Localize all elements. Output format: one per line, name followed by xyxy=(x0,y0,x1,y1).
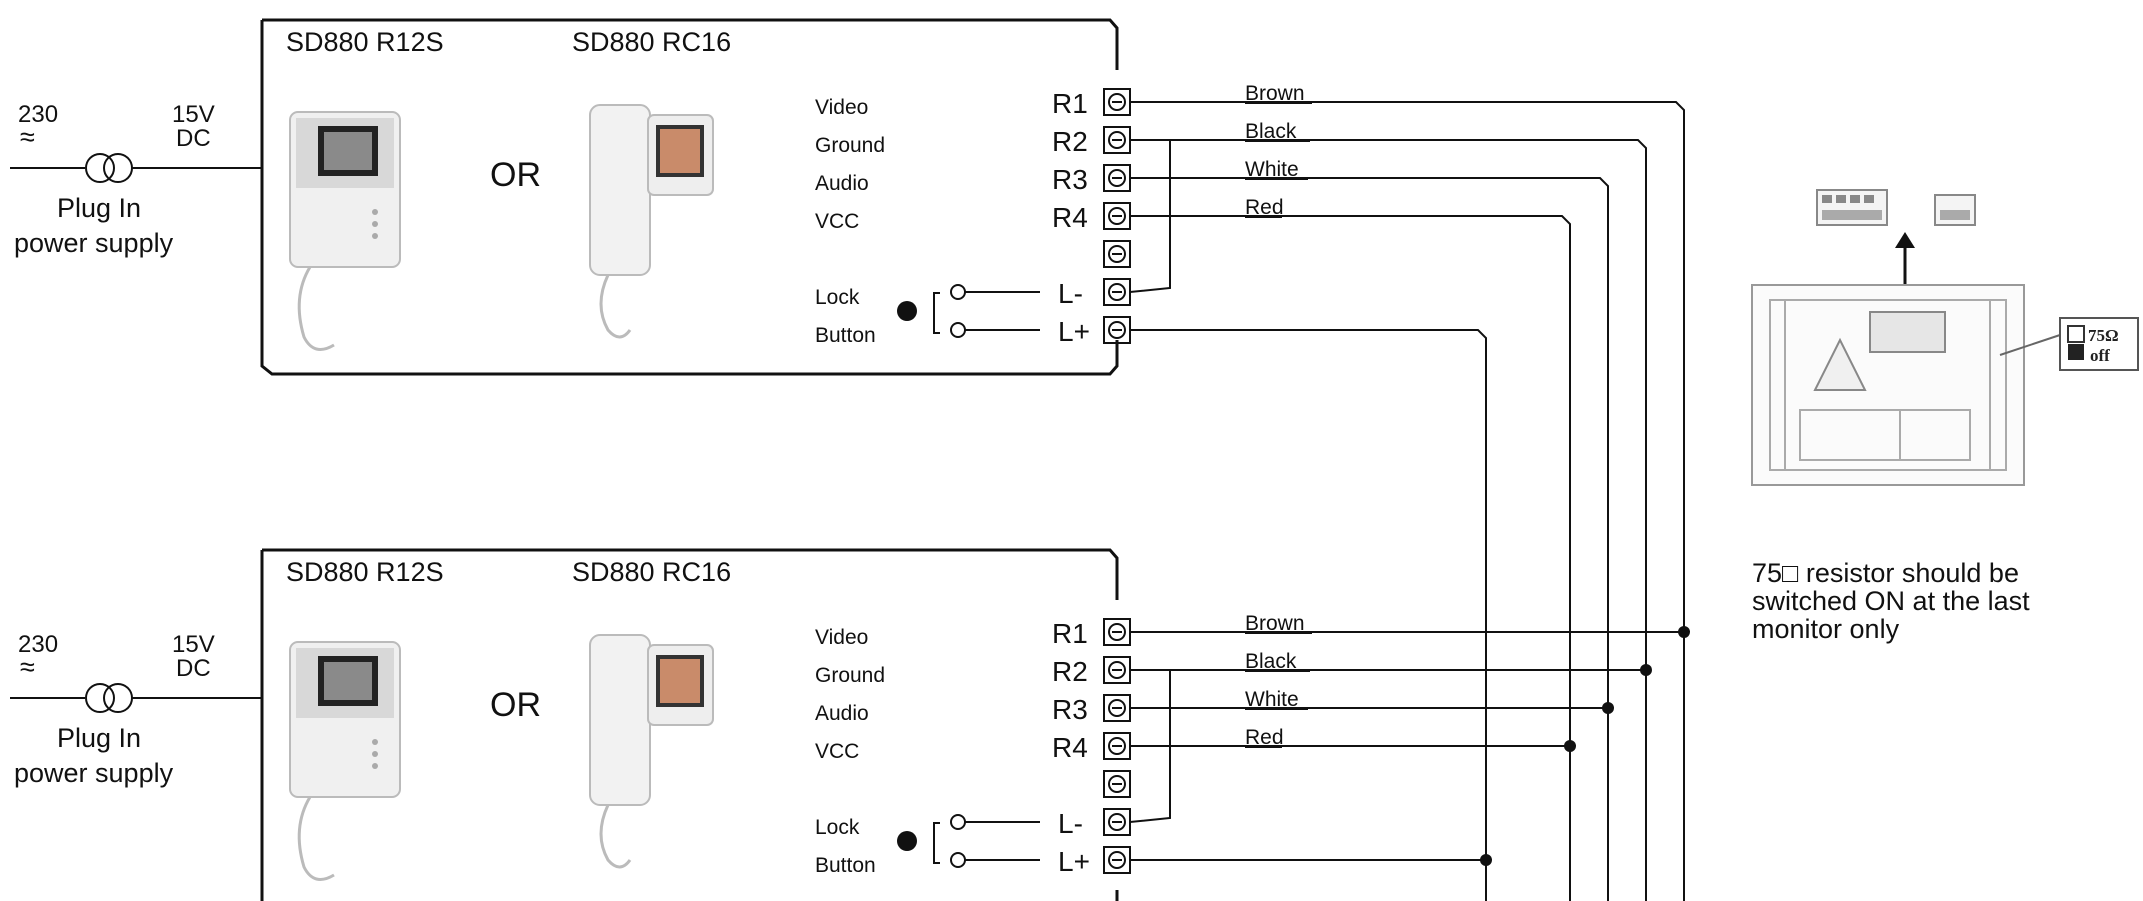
junction-lplus xyxy=(1480,854,1492,866)
unit-1-run-white xyxy=(1130,177,1609,901)
unit-1-term-r1: R1 xyxy=(1052,88,1088,119)
resistor-note-line2: switched ON at the last xyxy=(1752,586,2030,616)
resistor-panel-illustration: 75Ω off xyxy=(1751,189,2139,486)
unit-1-button-label: Button xyxy=(815,324,876,347)
unit-1-term-r3: R3 xyxy=(1052,164,1088,195)
unit-2-dc-v-label: 15V xyxy=(172,631,215,658)
unit-2-model-a: SD880 R12S xyxy=(286,557,444,587)
unit-2-transformer-coil-b xyxy=(103,683,133,713)
unit-2-term-lplus: L+ xyxy=(1058,846,1090,877)
resistor-note-line3: monitor only xyxy=(1752,614,1900,644)
unit-1-wire-white: White xyxy=(1245,158,1299,181)
resistor-note-line1: 75□ resistor should be xyxy=(1752,558,2019,588)
unit-1-monitor-a-image xyxy=(288,110,402,351)
unit-2-monitor-a-image xyxy=(288,640,402,881)
unit-2-lock-label: Lock xyxy=(815,816,860,839)
unit-1: SD880 R12S SD880 RC16 OR 230 ≈ 15V DC Pl… xyxy=(10,18,1685,901)
unit-1-monitor-b-image xyxy=(588,103,715,339)
unit-1-enclosure xyxy=(260,18,1119,376)
unit-1-term-r2: R2 xyxy=(1052,126,1088,157)
unit-1-term-r4: R4 xyxy=(1052,202,1088,233)
unit-1-model-a: SD880 R12S xyxy=(286,27,444,57)
switch-on-box xyxy=(2067,325,2085,343)
unit-2-signal-vcc: VCC xyxy=(815,740,859,763)
unit-2-term-r4: R4 xyxy=(1052,732,1088,763)
unit-1-dc-label: DC xyxy=(176,125,211,152)
unit-2-wire-red: Red xyxy=(1245,726,1284,749)
unit-2-power-line2: power supply xyxy=(14,758,174,788)
unit-1-terminal-strip xyxy=(1103,88,1131,344)
unit-1-signal-audio: Audio xyxy=(815,172,869,195)
junction-black xyxy=(1640,664,1652,676)
unit-2-signal-ground: Ground xyxy=(815,664,885,687)
unit-1-term-lminus: L- xyxy=(1058,278,1083,309)
unit-1-transformer-coil-b xyxy=(103,153,133,183)
junction-brown xyxy=(1678,626,1690,638)
unit-2-power-line1: Plug In xyxy=(57,723,141,753)
unit-2-model-b: SD880 RC16 xyxy=(572,557,731,587)
unit-1-transformer-coil-a xyxy=(85,153,115,183)
unit-1-dc-v-label: 15V xyxy=(172,101,215,128)
unit-1-wire-brown: Brown xyxy=(1245,82,1305,105)
unit-1-wire-black: Black xyxy=(1245,120,1297,143)
unit-2-button-label: Button xyxy=(815,854,876,877)
unit-1-ac-symbol: ≈ xyxy=(20,122,35,152)
junction-red xyxy=(1564,740,1576,752)
junction-white xyxy=(1602,702,1614,714)
unit-1-lock-label: Lock xyxy=(815,286,860,309)
unit-2-dc-label: DC xyxy=(176,655,211,682)
unit-2-signal-video: Video xyxy=(815,626,868,649)
unit-2: SD880 R12S SD880 RC16 OR 230 ≈ 15V DC Pl… xyxy=(10,548,1690,901)
unit-1-term-lplus: L+ xyxy=(1058,316,1090,347)
unit-2-term-r3: R3 xyxy=(1052,694,1088,725)
unit-1-signal-vcc: VCC xyxy=(815,210,859,233)
unit-2-term-r1: R1 xyxy=(1052,618,1088,649)
unit-1-power-line1: Plug In xyxy=(57,193,141,223)
unit-2-signal-audio: Audio xyxy=(815,702,869,725)
unit-2-terminal-strip xyxy=(1103,618,1131,874)
unit-2-ac-symbol: ≈ xyxy=(20,652,35,682)
switch-off-box xyxy=(2068,344,2084,360)
unit-2-transformer-coil-a xyxy=(85,683,115,713)
unit-2-lock-dot xyxy=(897,831,917,851)
unit-2-term-lminus: L- xyxy=(1058,808,1083,839)
unit-1-or-label: OR xyxy=(490,156,541,194)
unit-1-run-brown xyxy=(1130,101,1685,901)
unit-2-wire-brown: Brown xyxy=(1245,612,1305,635)
unit-2-enclosure xyxy=(260,548,1119,901)
switch-value-label: 75Ω xyxy=(2088,326,2119,345)
unit-1-power-line2: power supply xyxy=(14,228,174,258)
unit-2-ac-label: 230 xyxy=(18,631,58,658)
unit-1-run-red xyxy=(1130,215,1571,901)
unit-2-wire-black: Black xyxy=(1245,650,1297,673)
unit-1-model-b: SD880 RC16 xyxy=(572,27,731,57)
unit-1-wire-red: Red xyxy=(1245,196,1284,219)
unit-1-lock-dot xyxy=(897,301,917,321)
unit-1-signal-ground: Ground xyxy=(815,134,885,157)
unit-2-term-r2: R2 xyxy=(1052,656,1088,687)
switch-off-label: off xyxy=(2090,346,2110,365)
unit-1-signal-video: Video xyxy=(815,96,868,119)
unit-1-ac-label: 230 xyxy=(18,101,58,128)
unit-2-wire-white: White xyxy=(1245,688,1299,711)
unit-2-or-label: OR xyxy=(490,686,541,724)
unit-2-monitor-b-image xyxy=(588,633,715,869)
unit-1-run-lplus xyxy=(1130,329,1487,901)
unit-1-run-black xyxy=(1130,139,1647,901)
